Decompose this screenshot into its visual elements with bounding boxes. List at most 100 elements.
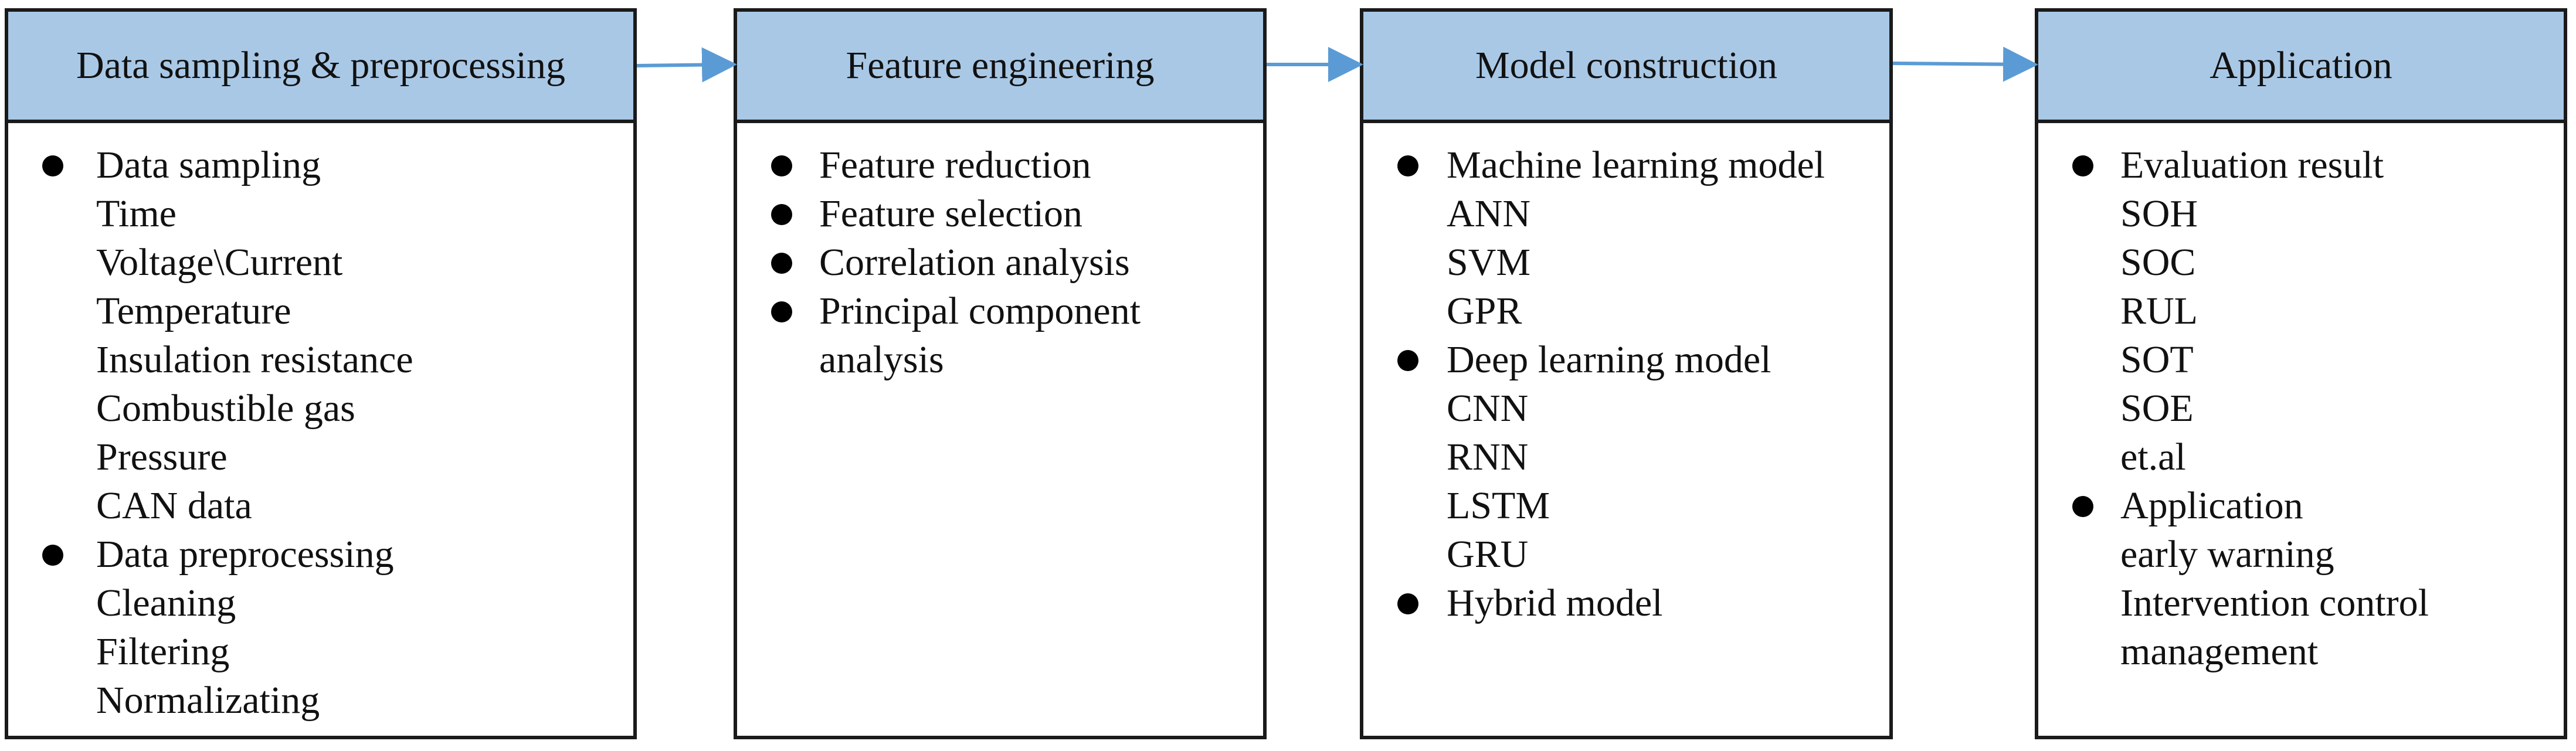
list-item: CAN data xyxy=(96,481,633,530)
list-item-text: SOH xyxy=(2120,192,2198,235)
bullet-icon xyxy=(42,155,63,176)
bullet-icon xyxy=(2072,496,2093,517)
list-item-text: GRU xyxy=(1447,533,1529,576)
list-item-text: Application xyxy=(2120,484,2303,527)
list-item-text: Time xyxy=(96,192,177,235)
list-item-text: Hybrid model xyxy=(1447,582,1663,624)
list-item: Intervention control xyxy=(2120,579,2564,627)
list-item-text: ANN xyxy=(1447,192,1530,235)
list-item: Application xyxy=(2072,481,2564,530)
list-item-text: Deep learning model xyxy=(1447,338,1771,381)
bullet-icon xyxy=(2072,155,2093,176)
list-item: SOH xyxy=(2120,189,2564,238)
list-item: Principal component xyxy=(771,287,1263,335)
list-item: Hybrid model xyxy=(1397,579,1889,627)
list-item-text: CAN data xyxy=(96,484,252,527)
list-item: SOT xyxy=(2120,335,2564,384)
list-item-text: Feature selection xyxy=(819,192,1082,235)
list-item: Combustible gas xyxy=(96,384,633,433)
stage-box-data-sampling: Data sampling & preprocessing Data sampl… xyxy=(5,8,637,739)
list-item: RUL xyxy=(2120,287,2564,335)
list-item: Normalizating xyxy=(96,676,633,725)
bullet-icon xyxy=(771,253,792,274)
list-item: SOE xyxy=(2120,384,2564,433)
list-item: ANN xyxy=(1447,189,1889,238)
list-item-text: et.al xyxy=(2120,436,2186,478)
list-item: Evaluation result xyxy=(2072,141,2564,189)
list-item-text: SOT xyxy=(2120,338,2194,381)
list-item-text: CNN xyxy=(1447,387,1529,430)
list-item: Pressure xyxy=(96,433,633,481)
list-item-text: early warning xyxy=(2120,533,2334,576)
bullet-icon xyxy=(771,155,792,176)
list-item: Insulation resistance xyxy=(96,335,633,384)
list-item: Correlation analysis xyxy=(771,238,1263,287)
list-item-text: management xyxy=(2120,630,2319,673)
list-item: GPR xyxy=(1447,287,1889,335)
list-item: analysis xyxy=(819,335,1263,384)
list-item: Feature reduction xyxy=(771,141,1263,189)
stage-header: Feature engineering xyxy=(737,12,1263,123)
bullet-icon xyxy=(42,545,63,566)
list-item: Voltage\Current xyxy=(96,238,633,287)
list-item-text: Filtering xyxy=(96,630,230,673)
list-item-text: RNN xyxy=(1447,436,1529,478)
list-item-text: Evaluation result xyxy=(2120,144,2384,186)
list-item-text: Cleaning xyxy=(96,582,236,624)
list-item: Data sampling xyxy=(42,141,633,189)
list-item-text: analysis xyxy=(819,338,944,381)
list-item: GRU xyxy=(1447,530,1889,579)
bullet-icon xyxy=(1397,593,1418,614)
list-item-text: SOE xyxy=(2120,387,2194,430)
list-item-text: Principal component xyxy=(819,290,1141,332)
list-item-text: Combustible gas xyxy=(96,387,355,430)
list-item-text: Machine learning model xyxy=(1447,144,1825,186)
arrow-1-to-2 xyxy=(636,47,737,83)
list-item: management xyxy=(2120,627,2564,676)
bullet-icon xyxy=(1397,155,1418,176)
list-item: SVM xyxy=(1447,238,1889,287)
list-item-text: SVM xyxy=(1447,241,1531,284)
stage-header: Application xyxy=(2038,12,2564,123)
bullet-icon xyxy=(771,204,792,225)
list-item-text: SOC xyxy=(2120,241,2196,284)
list-item-text: GPR xyxy=(1447,290,1522,332)
list-item-text: LSTM xyxy=(1447,484,1550,527)
stage-header: Model construction xyxy=(1363,12,1889,123)
list-item-text: Pressure xyxy=(96,436,228,478)
list-item-text: Normalizating xyxy=(96,679,320,722)
list-item: Data preprocessing xyxy=(42,530,633,579)
list-item-text: Voltage\Current xyxy=(96,241,343,284)
list-item: Filtering xyxy=(96,627,633,676)
list-item: Deep learning model xyxy=(1397,335,1889,384)
stage-header: Data sampling & preprocessing xyxy=(8,12,633,123)
list-item: early warning xyxy=(2120,530,2564,579)
list-item: Time xyxy=(96,189,633,238)
arrow-3-to-4 xyxy=(1892,46,2038,82)
list-item: Feature selection xyxy=(771,189,1263,238)
list-item-text: Insulation resistance xyxy=(96,338,413,381)
bullet-icon xyxy=(1397,350,1418,371)
list-item-text: Data preprocessing xyxy=(96,533,394,576)
list-item: Cleaning xyxy=(96,579,633,627)
list-item: LSTM xyxy=(1447,481,1889,530)
list-item: RNN xyxy=(1447,433,1889,481)
stage-box-model-construction: Model construction Machine learning mode… xyxy=(1360,8,1893,739)
list-item-text: Feature reduction xyxy=(819,144,1091,186)
list-item: SOC xyxy=(2120,238,2564,287)
list-item-text: RUL xyxy=(2120,290,2198,332)
list-item-text: Intervention control xyxy=(2120,582,2429,624)
bullet-icon xyxy=(771,301,792,322)
list-item: Temperature xyxy=(96,287,633,335)
list-item-text: Data sampling xyxy=(96,144,321,186)
list-item: CNN xyxy=(1447,384,1889,433)
list-item-text: Temperature xyxy=(96,290,291,332)
list-item-text: Correlation analysis xyxy=(819,241,1130,284)
list-item: et.al xyxy=(2120,433,2564,481)
